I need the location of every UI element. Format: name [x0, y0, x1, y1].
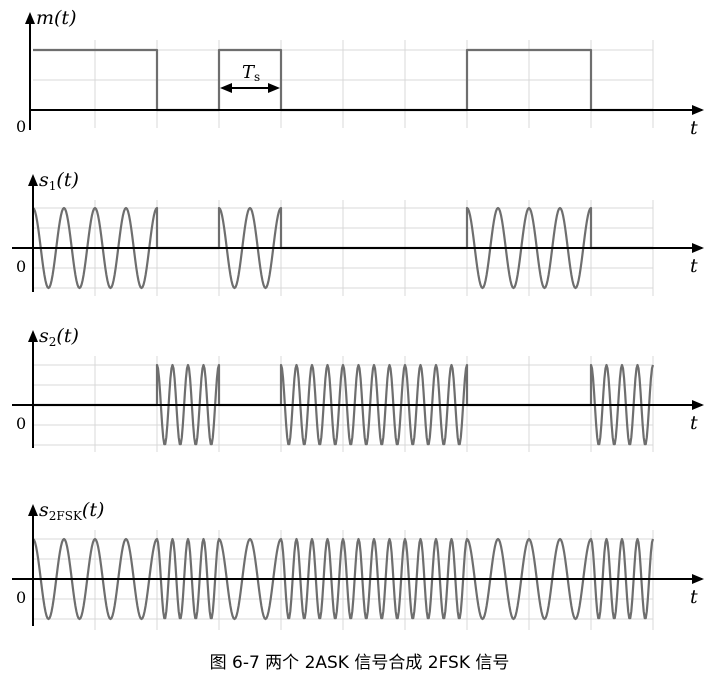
- y-label-main: s: [39, 499, 49, 521]
- origin-label: 0: [16, 588, 26, 607]
- amplitude-axis-arrow: [25, 12, 35, 24]
- y-label-main: s: [39, 325, 49, 347]
- panel-s2: s2(t) 0 t: [12, 325, 704, 452]
- panel-m: m(t) 0 t: [16, 7, 704, 139]
- y-axis-label: s2FSK(t): [39, 499, 104, 523]
- y-label-sub: 2FSK: [49, 509, 83, 523]
- y-label-sub: 2: [49, 335, 57, 349]
- amplitude-axis-arrow: [28, 330, 38, 342]
- ts-arrow-right: [268, 83, 280, 93]
- y-label-tail: (t): [82, 499, 104, 521]
- ts-marker: Ts: [220, 62, 280, 93]
- y-axis-label: m(t): [36, 7, 76, 29]
- y-label-main: s: [39, 169, 49, 191]
- panel-grid: [33, 356, 654, 452]
- origin-label: 0: [16, 117, 26, 136]
- time-label: t: [690, 117, 698, 139]
- origin-label: 0: [16, 414, 26, 433]
- ts-label: Ts: [242, 62, 260, 84]
- time-label: t: [690, 255, 698, 277]
- time-label: t: [690, 412, 698, 434]
- time-axis-arrow: [692, 574, 704, 584]
- time-label: t: [690, 586, 698, 608]
- ts-arrow-left: [220, 83, 232, 93]
- y-label-sub: 1: [49, 179, 57, 193]
- ts-label-sub: s: [254, 70, 260, 84]
- figure-caption: 图 6-7 两个 2ASK 信号合成 2FSK 信号: [209, 653, 510, 673]
- time-axis-arrow: [692, 243, 704, 253]
- panel-grid: [33, 40, 654, 128]
- waveform-s2fsk: [32, 537, 655, 621]
- panel-s2fsk: s2FSK(t) 0 t: [12, 499, 704, 630]
- time-axis-arrow: [692, 105, 704, 115]
- y-label-tail: (t): [56, 169, 78, 191]
- y-axis-label: s1(t): [39, 169, 79, 193]
- ts-label-main: T: [242, 62, 256, 83]
- y-label-tail: (t): [56, 325, 78, 347]
- y-axis-label: s2(t): [39, 325, 79, 349]
- amplitude-axis-arrow: [28, 504, 38, 516]
- panel-s1: s1(t) 0 t: [12, 169, 704, 296]
- time-axis-arrow: [692, 400, 704, 410]
- origin-label: 0: [16, 257, 26, 276]
- amplitude-axis-arrow: [28, 174, 38, 186]
